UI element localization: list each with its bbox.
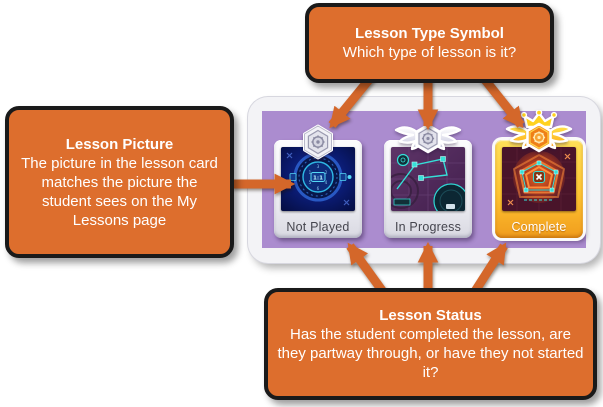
lesson-card-in-progress: In Progress xyxy=(384,123,472,238)
svg-text:6: 6 xyxy=(317,186,320,191)
callout-lesson-type-symbol: Lesson Type Symbol Which type of lesson … xyxy=(305,3,554,83)
callout-body: The picture in the lesson card matches t… xyxy=(21,154,218,229)
svg-text:1: 1 xyxy=(309,170,312,175)
crowned-winged-hexagon-badge-icon xyxy=(505,109,573,161)
callout-lesson-status: Lesson Status Has the student completed … xyxy=(264,288,597,400)
lesson-picture-graph-map xyxy=(391,147,465,211)
winged-hexagon-badge-icon xyxy=(394,122,462,161)
lesson-status-label: Complete xyxy=(511,220,567,234)
lesson-status-label: In Progress xyxy=(394,220,462,234)
callout-title: Lesson Status xyxy=(379,307,482,324)
lesson-picture-pentagon-target xyxy=(502,147,576,211)
lesson-card-complete: Complete xyxy=(495,109,583,238)
ratio-label: 1:1 xyxy=(313,175,323,181)
lesson-status-label: Not Played xyxy=(286,220,350,234)
callout-title: Lesson Type Symbol xyxy=(355,25,504,42)
svg-text:2: 2 xyxy=(325,170,328,175)
callout-body: Which type of lesson is it? xyxy=(342,44,517,61)
callout-lesson-picture: Lesson Picture The picture in the lesson… xyxy=(5,106,234,258)
svg-text:5: 5 xyxy=(309,180,312,185)
svg-text:3: 3 xyxy=(317,164,320,169)
callout-title: Lesson Picture xyxy=(65,135,174,153)
svg-text:4: 4 xyxy=(325,180,328,185)
callout-body: Has the student completed the lesson, ar… xyxy=(277,326,584,381)
hexagon-gear-badge-icon xyxy=(301,124,335,165)
